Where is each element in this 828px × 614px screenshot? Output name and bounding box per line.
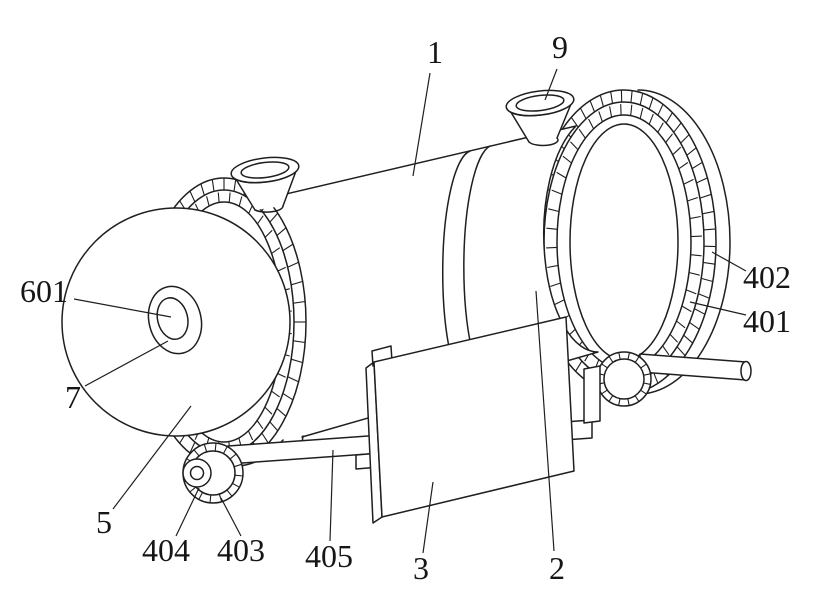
label-text-5: 5 — [96, 504, 112, 540]
leader-line-5 — [112, 405, 192, 510]
label-1: 1 — [412, 34, 443, 177]
label-text-1: 1 — [427, 34, 443, 70]
left-end-disc — [61, 207, 291, 437]
label-5: 5 — [96, 405, 192, 540]
pinion-teeth — [597, 352, 651, 406]
label-text-7: 7 — [65, 379, 81, 415]
funnel-right-rim — [505, 89, 575, 117]
pinion-inner — [603, 358, 645, 400]
right-drum-end-face — [569, 123, 679, 361]
shaft-end-cap — [740, 360, 752, 382]
drum-outline — [251, 125, 599, 438]
funnel-right-neck — [528, 137, 559, 147]
label-403: 403 — [217, 497, 265, 568]
pinion-gear — [596, 351, 652, 407]
inlet-funnel-right — [505, 89, 575, 147]
leader-line-9 — [544, 68, 558, 101]
label-text-403: 403 — [217, 532, 265, 568]
label-402: 402 — [711, 251, 791, 295]
drive-gear-teeth — [183, 443, 243, 503]
output-shaft — [639, 353, 752, 382]
label-text-601: 601 — [20, 273, 68, 309]
leader-line-403 — [220, 497, 242, 537]
leader-line-1 — [412, 72, 431, 177]
front-plate — [365, 316, 575, 524]
leader-line-401 — [689, 301, 747, 316]
label-text-9: 9 — [552, 29, 568, 65]
shaft-body — [639, 353, 747, 381]
leader-line-402 — [711, 251, 747, 272]
leader-line-405 — [329, 449, 334, 542]
label-text-3: 3 — [413, 550, 429, 586]
funnel-left-opening — [240, 161, 290, 179]
label-7: 7 — [65, 340, 169, 415]
drive-gear-hub-bore — [189, 465, 205, 481]
funnel-left-rim — [230, 156, 300, 184]
funnel-left-neck — [254, 205, 284, 213]
leader-line-7 — [84, 340, 169, 387]
center-hole — [147, 285, 203, 355]
right-gear-depth-edge — [637, 89, 731, 395]
leader-line-601 — [73, 298, 172, 318]
label-text-402: 402 — [743, 259, 791, 295]
funnel-right-opening — [515, 94, 565, 112]
label-2: 2 — [535, 290, 565, 586]
label-3: 3 — [413, 481, 434, 586]
label-401: 401 — [689, 301, 791, 339]
leader-line-404 — [175, 487, 200, 537]
leader-line-2 — [535, 290, 555, 552]
label-text-404: 404 — [142, 532, 190, 568]
label-text-2: 2 — [549, 550, 565, 586]
funnel-left-sides — [233, 170, 297, 211]
label-9: 9 — [544, 29, 568, 101]
inlet-funnel-left — [230, 156, 300, 213]
label-text-401: 401 — [743, 303, 791, 339]
funnel-right-sides — [508, 103, 572, 143]
drive-gear — [182, 442, 244, 504]
center-hole-inner — [156, 297, 189, 340]
leader-line-3 — [422, 481, 434, 554]
reference-labels: 1 9 601 7 5 404 403 405 — [20, 29, 791, 586]
label-601: 601 — [20, 273, 172, 318]
rail-right-bracket — [583, 365, 601, 424]
label-text-405: 405 — [305, 538, 353, 574]
pinion-outer — [596, 351, 652, 407]
plate-face — [373, 316, 575, 518]
label-405: 405 — [305, 449, 353, 574]
label-404: 404 — [142, 487, 200, 568]
